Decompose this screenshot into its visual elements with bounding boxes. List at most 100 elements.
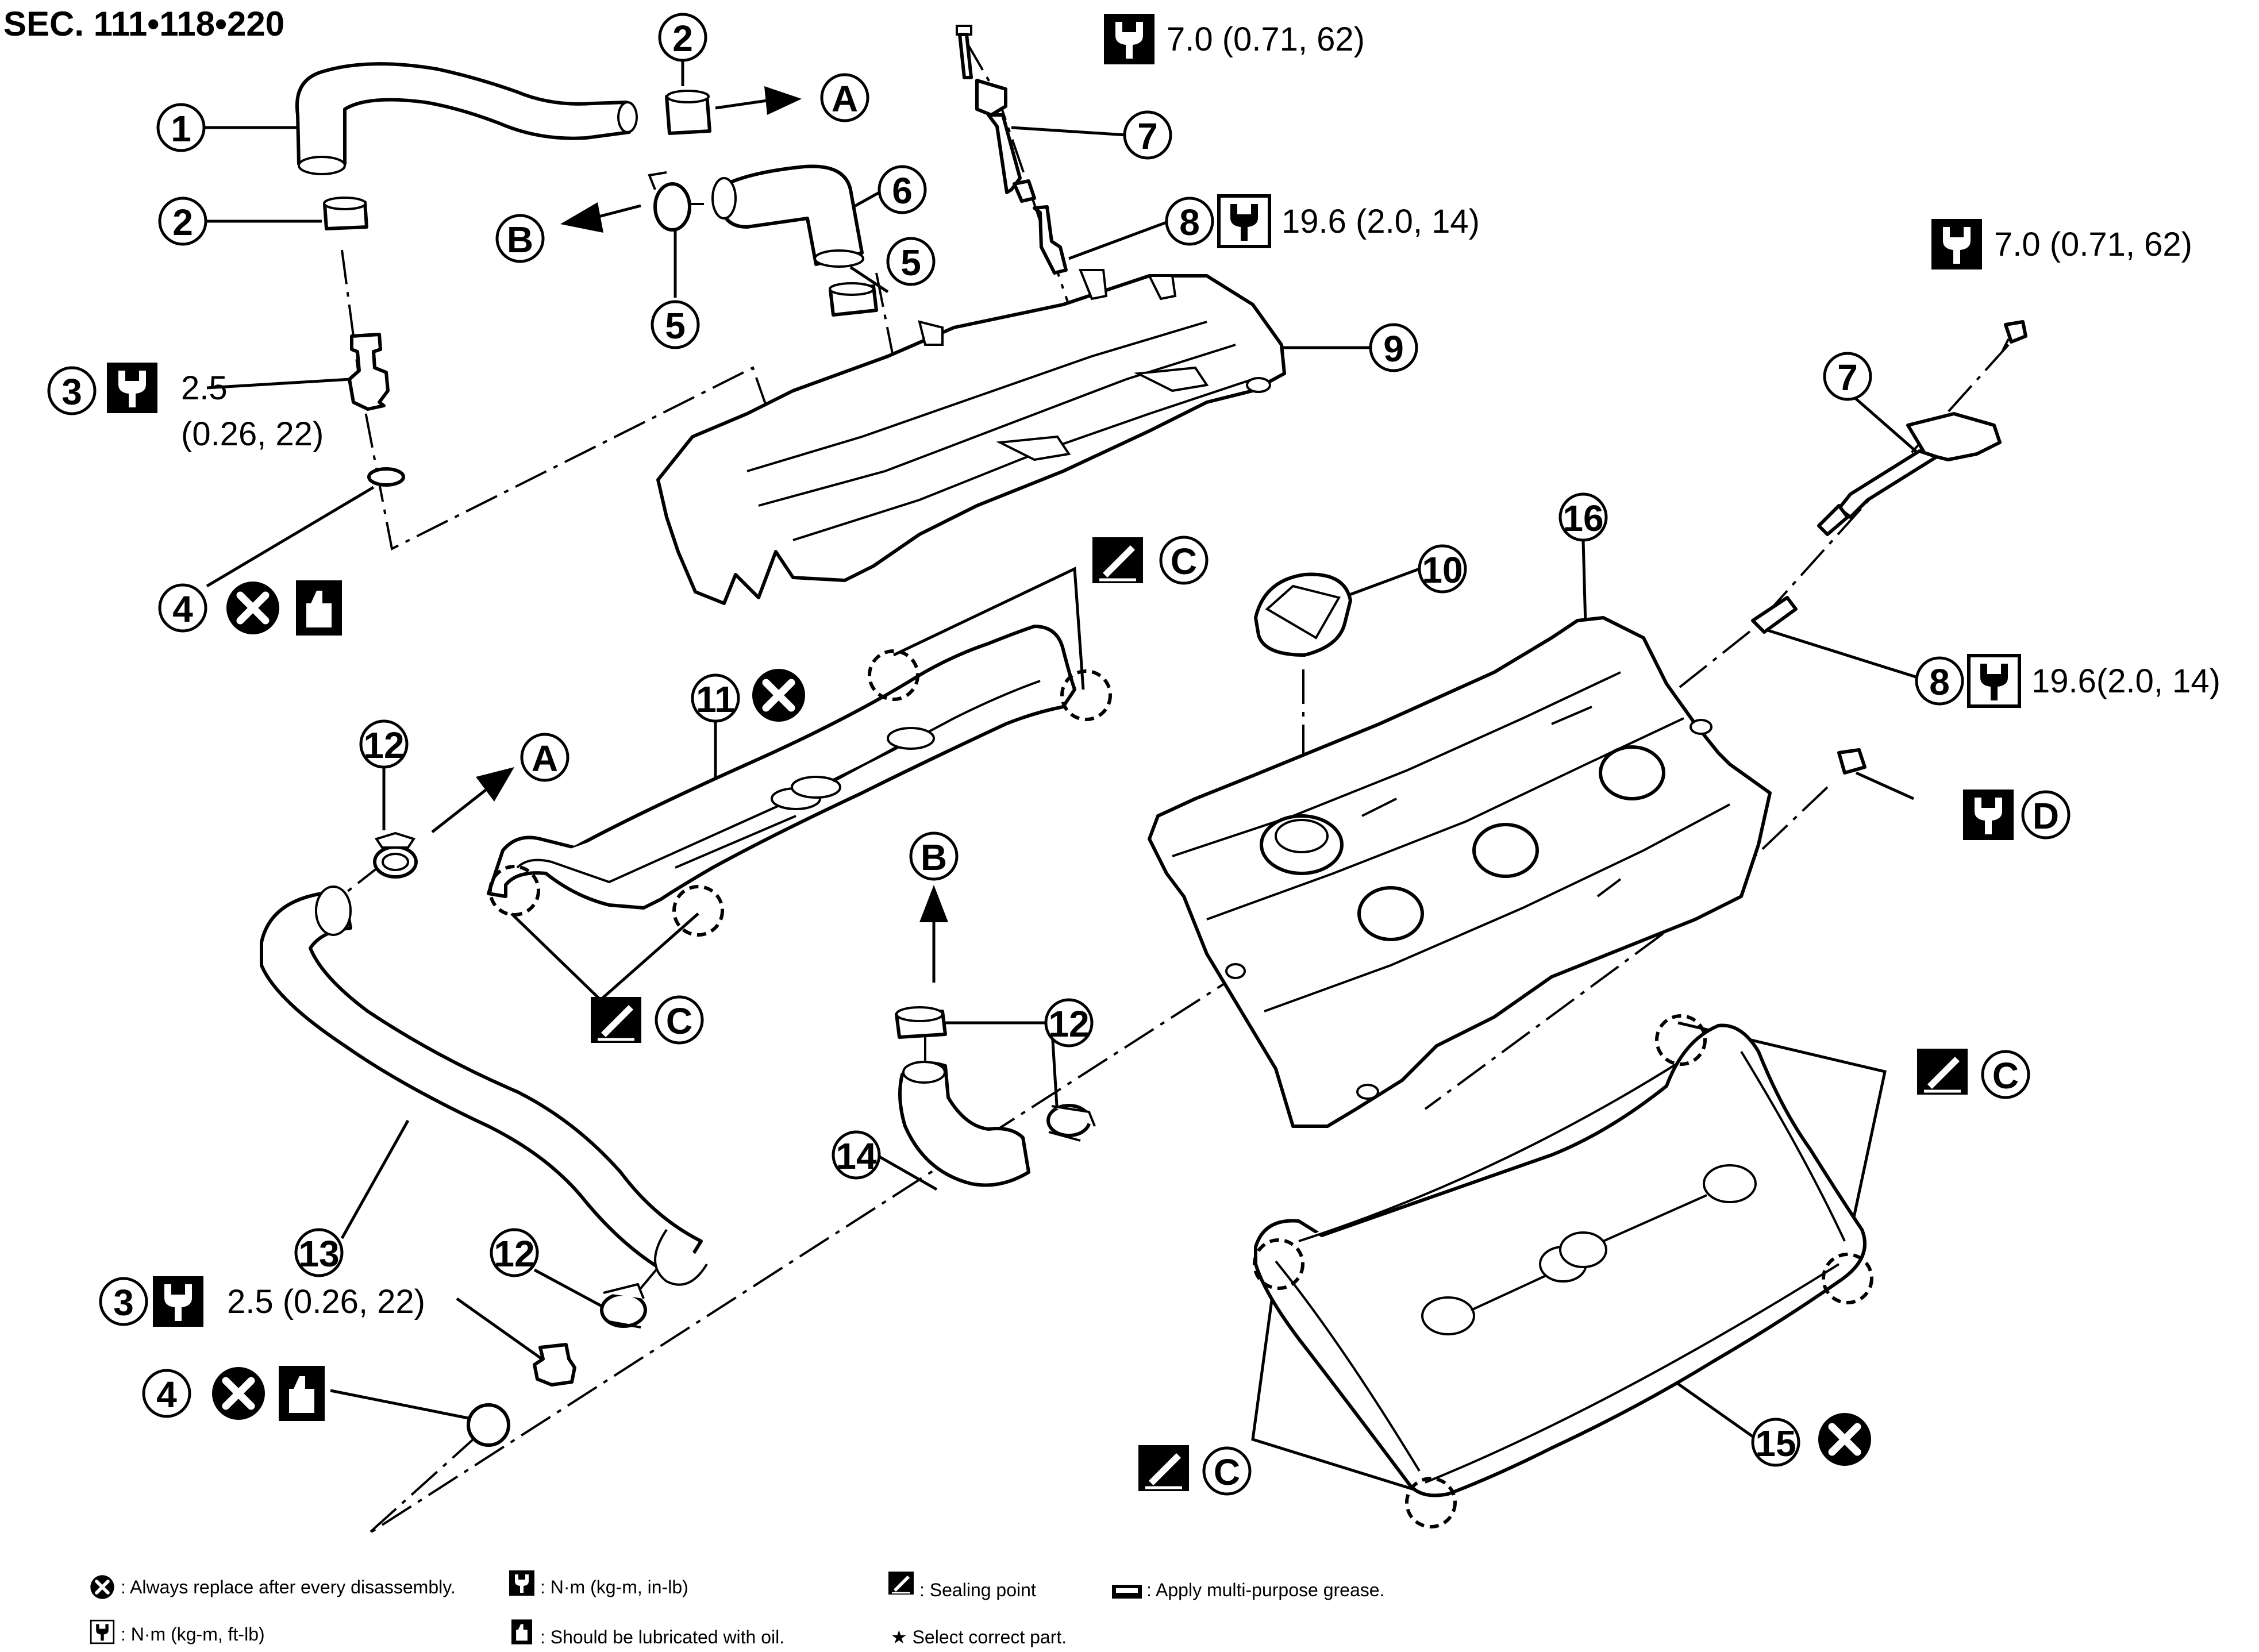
bolt-right — [2002, 320, 2027, 351]
svg-text:14: 14 — [836, 1135, 877, 1177]
torque-spec-pcv-lower: 2.5 (0.26, 22) — [227, 1283, 425, 1320]
callout-11: 11 — [691, 673, 740, 723]
torque-spec-bolt-right: 7.0 (0.71, 62) — [1994, 226, 2192, 263]
ref-b-top: B — [495, 214, 545, 263]
hose-14 — [898, 1061, 1030, 1187]
svg-text:12: 12 — [1048, 1003, 1089, 1045]
legend-nm-in-lb: : N·m (kg-m, in-lb) — [540, 1577, 688, 1597]
spark-plug-8-top — [1033, 205, 1068, 275]
legend-replace: : Always replace after every disassembly… — [121, 1577, 456, 1597]
ignition-coil-7-right — [1817, 412, 2002, 536]
svg-text:B: B — [921, 837, 947, 878]
legend-nm-ft-lb: : N·m (kg-m, ft-lb) — [121, 1624, 265, 1645]
o-ring-4-top — [367, 467, 405, 487]
svg-text:16: 16 — [1563, 498, 1603, 539]
sealing-point-11c — [488, 865, 540, 917]
torque-icon-plug-right — [1969, 656, 2019, 706]
callout-5-mid: 5 — [886, 237, 936, 286]
spark-plug-8-right — [1751, 596, 1798, 634]
ref-d: D — [2021, 790, 2071, 840]
svg-text:11: 11 — [696, 679, 735, 720]
svg-text:8: 8 — [1179, 202, 1200, 243]
callout-15: 15 — [1751, 1418, 1800, 1467]
rocker-cover-9 — [656, 269, 1286, 605]
clamp-12-left — [373, 831, 418, 879]
ref-c-top: C — [1159, 536, 1209, 585]
svg-text:12: 12 — [363, 725, 404, 766]
legend-oil: : Should be lubricated with oil. — [540, 1627, 784, 1647]
callout-4-lower: 4 — [142, 1369, 191, 1418]
svg-text:15: 15 — [1755, 1423, 1796, 1464]
ignition-coil-7-top — [956, 25, 1036, 203]
svg-text:7: 7 — [1137, 115, 1158, 157]
callout-3-lower: 3 — [99, 1277, 148, 1326]
torque-icon-d — [1963, 790, 2014, 840]
callout-7-right: 7 — [1823, 352, 1872, 401]
torque-icon-pcv-top — [107, 363, 157, 413]
callout-12-left: 12 — [359, 719, 409, 769]
sealing-icon-c-bottom — [1138, 1445, 1189, 1491]
svg-text:6: 6 — [892, 170, 913, 211]
torque-icon-plug-top — [1219, 196, 1269, 247]
hose-1 — [295, 62, 638, 175]
sealing-point-15d — [1405, 1477, 1457, 1528]
hose-13 — [260, 885, 708, 1286]
callout-2-left: 2 — [158, 197, 207, 246]
torque-icon-pcv-lower — [153, 1276, 203, 1327]
legend-sealing: : Sealing point — [919, 1580, 1036, 1600]
torque-spec-pcv-top-1: 2.5 — [181, 369, 228, 407]
torque-spec-plug-right: 19.6(2.0, 14) — [2031, 663, 2220, 700]
torque-icon-bolt-right — [1931, 219, 1982, 269]
callout-1: 1 — [156, 103, 206, 152]
section-title: SEC. 111•118•220 — [3, 5, 284, 43]
callout-3-top: 3 — [47, 366, 97, 415]
oil-icon-4-lower — [279, 1366, 325, 1421]
svg-text:A: A — [532, 738, 558, 779]
clamp-5-upper — [648, 171, 704, 232]
svg-text:5: 5 — [665, 305, 686, 346]
torque-spec-plug-top: 19.6 (2.0, 14) — [1281, 203, 1480, 240]
legend-grease: : Apply multi-purpose grease. — [1146, 1580, 1384, 1600]
replace-icon-4-top — [226, 582, 279, 634]
callout-4-top: 4 — [158, 583, 207, 633]
pcv-valve-3-lower — [533, 1343, 576, 1387]
svg-text:D: D — [2033, 795, 2059, 837]
oil-icon-4-top — [296, 580, 342, 636]
svg-text:C: C — [1171, 541, 1197, 582]
ref-a-mid: A — [520, 733, 569, 782]
torque-icon-bolt-top — [1104, 14, 1154, 64]
svg-text:3: 3 — [113, 1282, 134, 1323]
sealing-point-11b — [1060, 669, 1112, 721]
pcv-valve-3-top — [348, 333, 390, 411]
svg-text:10: 10 — [1422, 549, 1463, 591]
clamp-2-left — [323, 197, 368, 230]
svg-text:8: 8 — [1929, 661, 1950, 703]
callout-6: 6 — [878, 165, 927, 214]
ref-b-mid: B — [909, 831, 959, 881]
bolt-d — [1837, 748, 1867, 775]
callout-13: 13 — [294, 1228, 344, 1277]
clamp-5-lower — [829, 282, 878, 317]
legend-select: ★ Select correct part. — [891, 1627, 1067, 1647]
svg-text:1: 1 — [171, 108, 191, 149]
svg-text:3: 3 — [61, 371, 82, 413]
callout-2-top: 2 — [658, 13, 707, 62]
ref-c-bottom: C — [1202, 1446, 1252, 1496]
clamp-2-top — [665, 90, 711, 135]
hose-6 — [711, 164, 864, 268]
svg-text:12: 12 — [494, 1233, 534, 1274]
callout-5-top: 5 — [651, 300, 700, 349]
sealing-point-15b — [1253, 1238, 1304, 1290]
rocker-cover-16 — [1148, 616, 1772, 1128]
svg-text:C: C — [666, 1000, 692, 1042]
replace-icon-11 — [752, 669, 805, 722]
replace-icon-4-lower — [212, 1367, 265, 1420]
sealing-icon-c-left — [591, 997, 641, 1043]
sealing-point-11a — [868, 649, 919, 701]
callout-14: 14 — [832, 1130, 881, 1180]
callout-8-top: 8 — [1165, 197, 1214, 246]
oil-filler-cap-10 — [1254, 572, 1352, 657]
o-ring-4-lower — [467, 1403, 510, 1447]
svg-text:4: 4 — [156, 1374, 177, 1415]
